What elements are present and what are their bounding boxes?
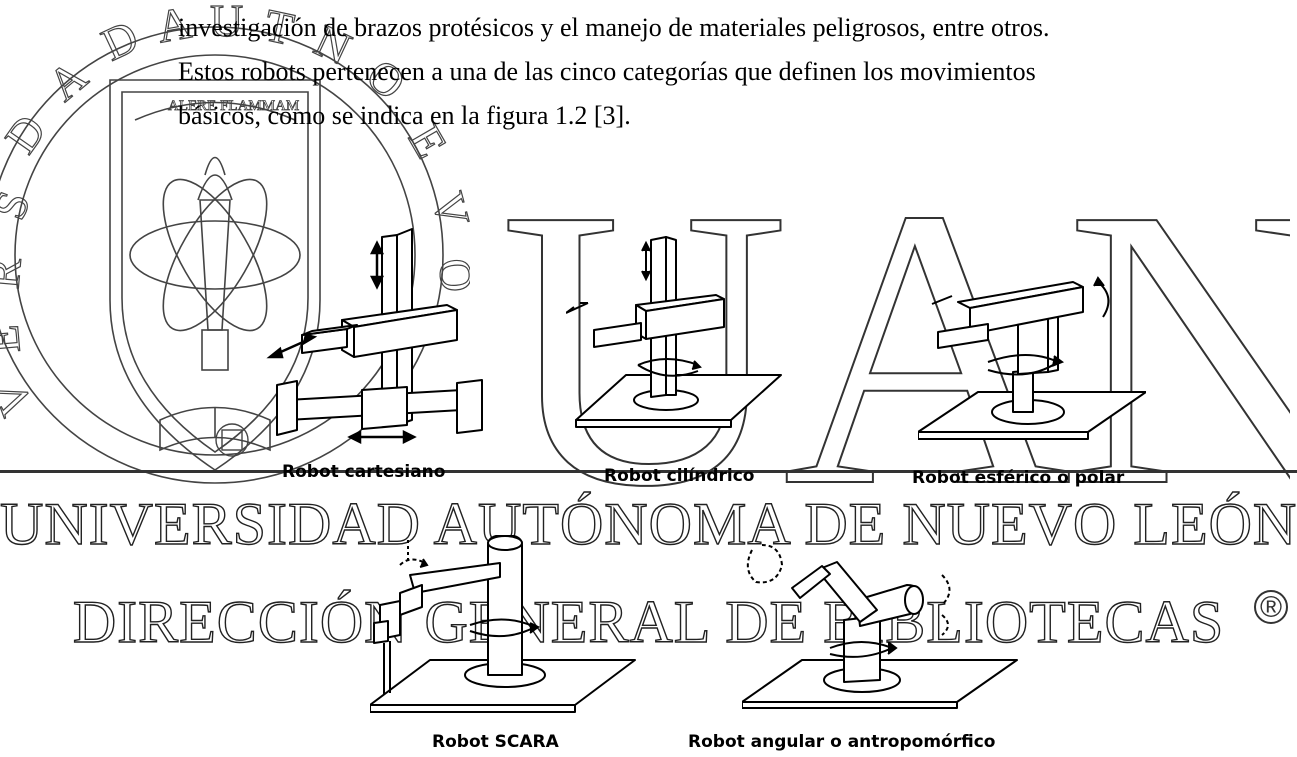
paragraph-line: investigación de brazos protésicos y el … (178, 13, 1050, 42)
watermark-rule (0, 470, 1297, 473)
scara-robot-drawing (370, 535, 636, 713)
watermark-library-name: DIRECCIÓN GENERAL DE BIBLIOTECAS (72, 588, 1225, 655)
svg-text:V: V (0, 374, 42, 423)
spherical-robot-drawing (918, 276, 1146, 440)
cartesian-robot-drawing (266, 228, 483, 445)
caption-angular: Robot angular o antropomórfico (688, 732, 996, 752)
svg-text:S: S (0, 184, 40, 225)
angular-robot-drawing (742, 544, 1018, 709)
caption-cartesian: Robot cartesiano (282, 462, 446, 482)
svg-text:A: A (38, 50, 96, 110)
body-paragraph: investigación de brazos protésicos y el … (178, 6, 1268, 138)
caption-scara: Robot SCARA (432, 732, 559, 752)
cylindrical-robot-drawing (566, 236, 782, 428)
paragraph-line: básicos, como se indica en la figura 1.2… (178, 101, 631, 130)
paragraph-line: Estos robots pertenecen a una de las cin… (178, 57, 1036, 86)
svg-text:D: D (0, 106, 56, 162)
svg-text:R: R (0, 255, 31, 290)
svg-text:D: D (94, 10, 146, 70)
caption-cylindrical: Robot cilíndrico (604, 466, 755, 486)
svg-text:®: ® (1260, 591, 1282, 624)
registered-mark: ® (1254, 590, 1288, 624)
caption-spherical: Robot esférico o polar (912, 468, 1125, 488)
watermark-university-name: UNIVERSIDAD AUTÓNOMA DE NUEVO LEÓN (0, 490, 1297, 557)
svg-text:E: E (0, 323, 30, 355)
